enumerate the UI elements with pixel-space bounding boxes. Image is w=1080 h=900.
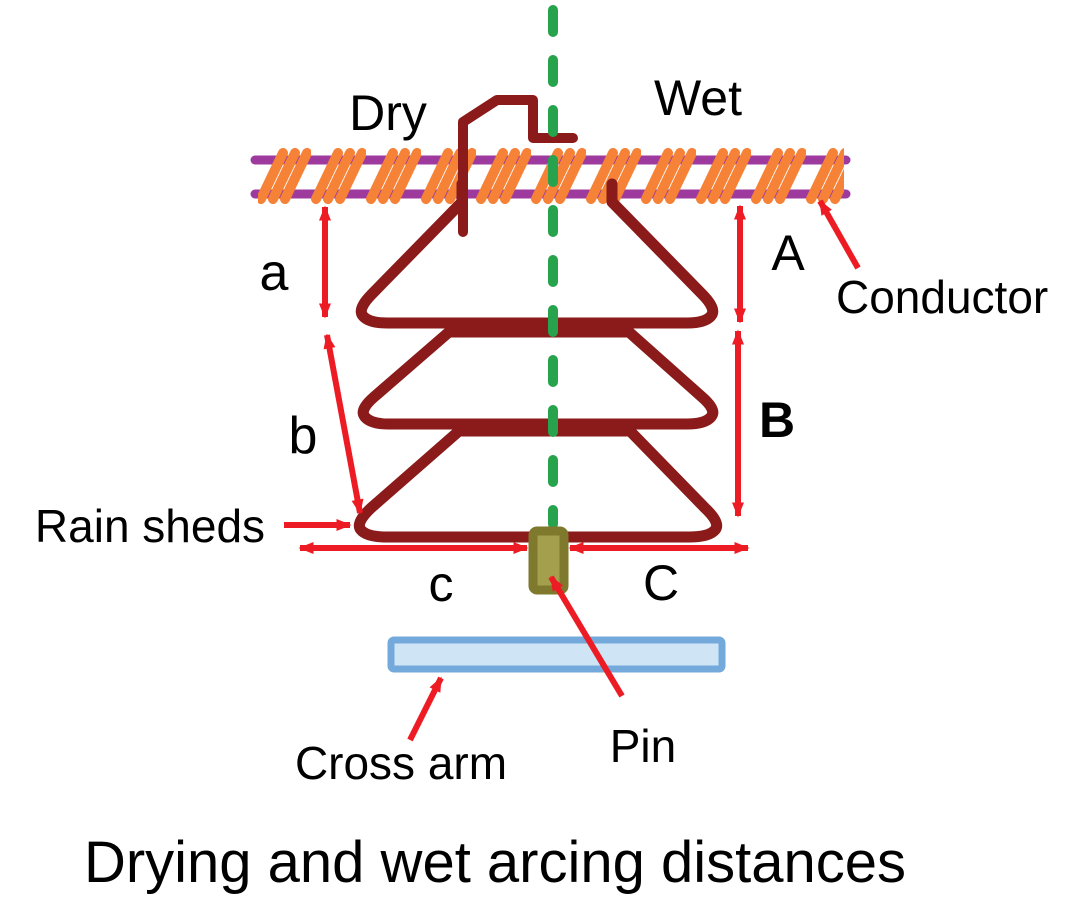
dim-arrow-b	[323, 333, 364, 515]
dimension-arrows	[284, 199, 861, 742]
label-dim-a: a	[260, 244, 289, 302]
label-dim-c: c	[429, 556, 454, 612]
label-dry: Dry	[349, 85, 427, 141]
tie-wire	[458, 95, 578, 237]
labels: Dry Wet a b c A B C Rain sheds Conductor…	[35, 70, 1048, 895]
label-dim-A: A	[771, 225, 805, 281]
cross-arm-leader-arrow	[407, 676, 444, 742]
label-wet: Wet	[654, 70, 742, 126]
label-dim-b: b	[289, 407, 318, 465]
label-rain-sheds: Rain sheds	[35, 500, 265, 552]
cross-arm-shape	[387, 636, 726, 673]
pin-leader-arrow	[548, 575, 625, 698]
label-pin: Pin	[610, 720, 676, 772]
rain-shed-bottom	[353, 425, 723, 543]
pin-shape	[528, 526, 569, 595]
conductor-leader-arrow	[817, 199, 861, 270]
label-dim-B: B	[759, 392, 795, 448]
rain-shed-top	[355, 178, 719, 329]
label-conductor: Conductor	[836, 271, 1048, 323]
figure-title: Drying and wet arcing distances	[84, 830, 906, 895]
label-cross-arm: Cross arm	[295, 737, 507, 789]
label-dim-C: C	[643, 555, 679, 611]
